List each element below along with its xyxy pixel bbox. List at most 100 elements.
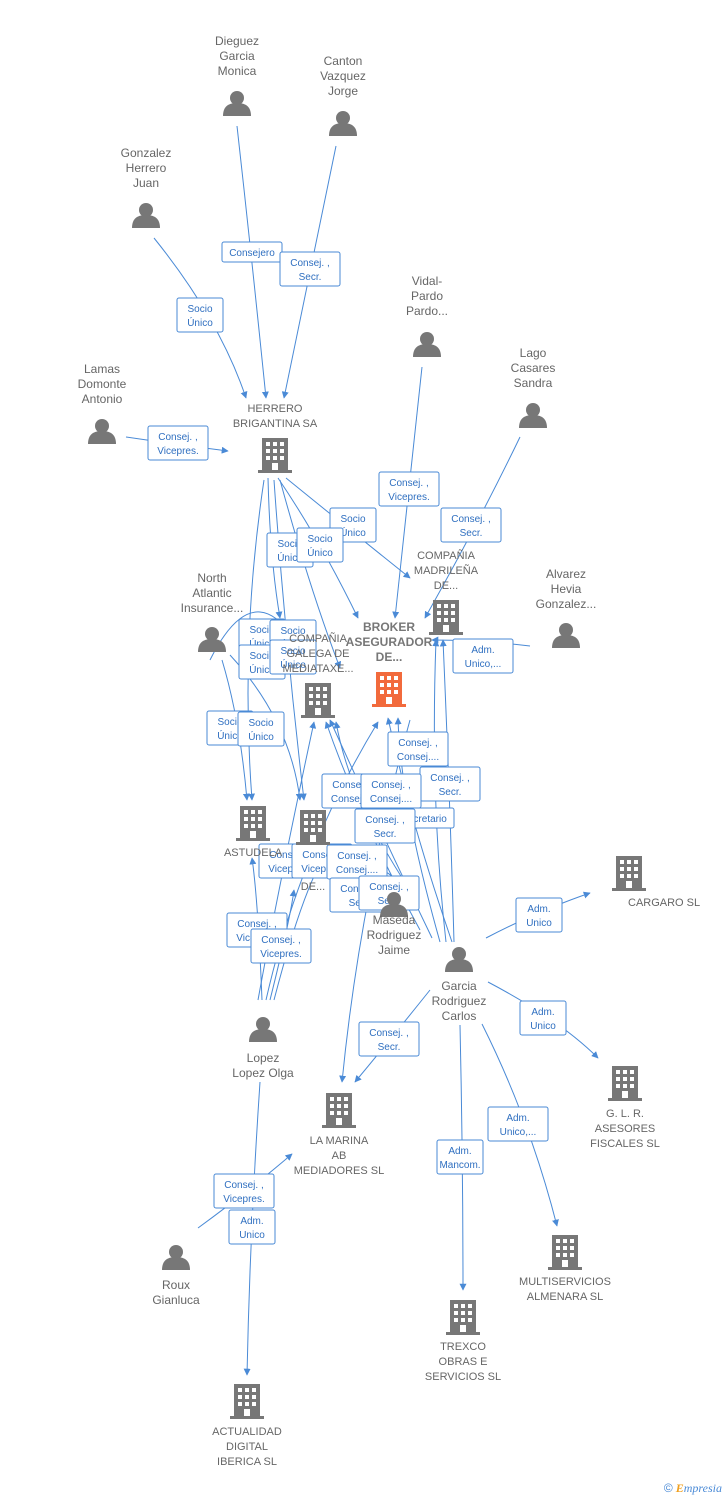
person-icon	[162, 1245, 190, 1270]
relation-label-r33[interactable]: Adm.Unico,...	[487, 1106, 549, 1142]
building-icon	[301, 683, 335, 718]
relation-label-r36[interactable]: Adm.Unico	[228, 1209, 276, 1245]
svg-text:Consej. ,Vicepres.: Consej. ,Vicepres.	[223, 1180, 265, 1205]
company-cargaro[interactable]: CARGARO SL	[612, 856, 700, 909]
node-label: ASTUDELA	[224, 847, 283, 859]
building-icon	[446, 1300, 480, 1335]
svg-text:Consej. ,Vicepres.: Consej. ,Vicepres.	[157, 432, 199, 457]
person-icon	[329, 111, 357, 136]
company-centro_de[interactable]: DE...	[296, 810, 330, 893]
building-icon	[608, 1066, 642, 1101]
company-astudela[interactable]: ASTUDELA	[224, 806, 283, 859]
relation-label-r29[interactable]: Consej. ,Vicepres.	[250, 928, 312, 964]
relation-label-r18[interactable]: Consej. ,Secr.	[419, 766, 481, 802]
relation-label-r2[interactable]: Consej. ,Secr.	[279, 251, 341, 287]
svg-text:Consej. ,Vicepres.: Consej. ,Vicepres.	[301, 850, 343, 875]
person-icon	[413, 332, 441, 357]
relation-label-r4[interactable]: Consej. ,Vicepres.	[147, 425, 209, 461]
relation-label-r6[interactable]: Consej. ,Secr.	[440, 507, 502, 543]
building-icon	[429, 600, 463, 635]
building-icon	[548, 1235, 582, 1270]
relation-label-r32[interactable]: Adm.Unico	[519, 1000, 567, 1036]
person-icon	[519, 403, 547, 428]
relation-label-r34[interactable]: Adm.Mancom.	[436, 1139, 484, 1175]
svg-text:Consej. ,Vicepres.: Consej. ,Vicepres.	[268, 850, 310, 875]
relation-label-r10[interactable]: Adm.Unico,...	[452, 638, 514, 674]
svg-text:Secretario: Secretario	[401, 814, 447, 825]
relation-label-r25[interactable]: Consej. ,Consej....	[326, 844, 388, 880]
svg-text:Consej. ,Secr.: Consej. ,Secr.	[430, 773, 469, 798]
building-icon	[236, 806, 270, 841]
relation-label-r30[interactable]: Adm.Unico	[515, 897, 563, 933]
building-icon	[372, 672, 406, 707]
copyright-icon: ©	[663, 1481, 673, 1495]
brand-name: mpresia	[683, 1481, 722, 1495]
svg-text:Adm.Unico,...: Adm.Unico,...	[465, 645, 502, 670]
empresia-logo[interactable]: ©Empresia	[664, 1481, 722, 1496]
person-icon	[132, 203, 160, 228]
person-icon	[445, 947, 473, 972]
node-label: CARGARO SL	[628, 897, 700, 909]
brand-initial: E	[675, 1481, 684, 1495]
svg-text:Consej. ,Vicepres.: Consej. ,Vicepres.	[388, 478, 430, 503]
relation-label-r5[interactable]: Consej. ,Vicepres.	[378, 471, 440, 507]
svg-text:Consej. ,Secr.: Consej. ,Secr.	[451, 514, 490, 539]
svg-text:Consej. ,Secr.: Consej. ,Secr.	[365, 815, 404, 840]
relation-label-r31[interactable]: Consej. ,Secr.	[358, 1021, 420, 1057]
relation-label-r20[interactable]: Consej. ,Consej....	[360, 773, 422, 809]
person-icon	[552, 623, 580, 648]
relation-label-r35[interactable]: Consej. ,Vicepres.	[213, 1173, 275, 1209]
relation-label-r17[interactable]: Consej. ,Consej....	[387, 731, 449, 767]
relation-label-r1[interactable]: Consejero	[221, 241, 283, 263]
building-icon	[612, 856, 646, 891]
relation-label-r22[interactable]: Consej. ,Secr.	[354, 808, 416, 844]
svg-text:Consej. ,Secr.: Consej. ,Secr.	[369, 1028, 408, 1053]
svg-text:Adm.Unico: Adm.Unico	[526, 904, 552, 929]
building-icon	[296, 810, 330, 845]
building-icon	[230, 1384, 264, 1419]
